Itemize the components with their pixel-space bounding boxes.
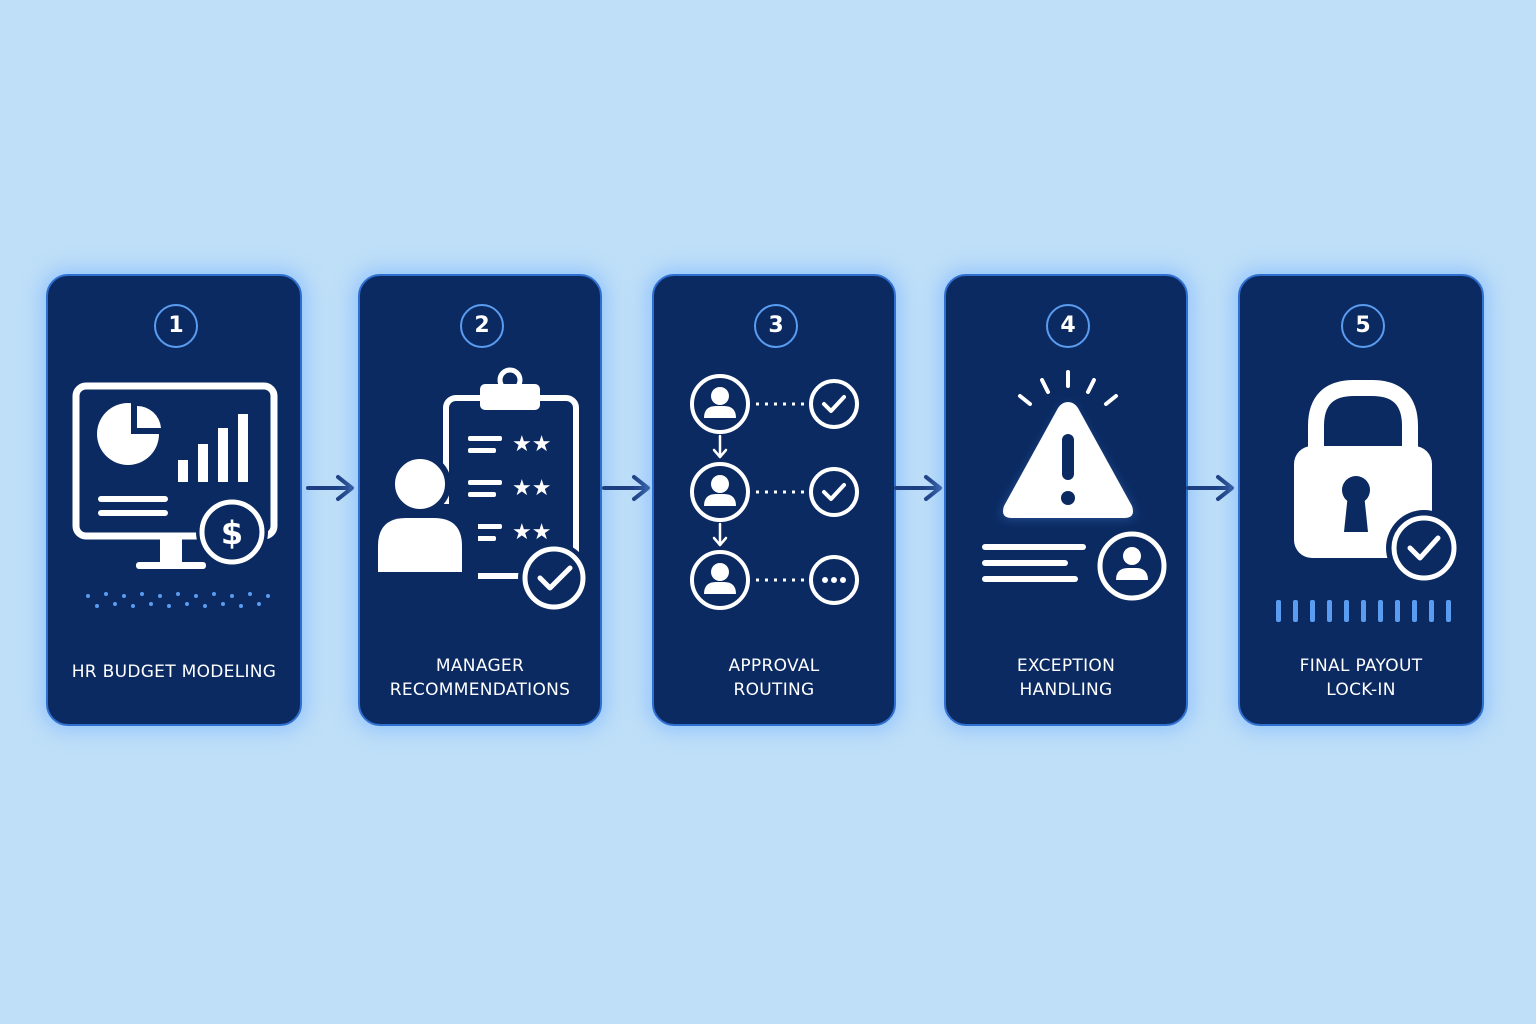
arrow-right-icon [602, 475, 650, 501]
step-label: HR BUDGET MODELING [58, 660, 290, 684]
step-label-line: APPROVAL [728, 656, 820, 676]
warning-triangle-icon [982, 370, 1167, 601]
step-card-5: 5 [1238, 274, 1484, 726]
arrow-right-icon [306, 475, 354, 501]
step-label-line: RECOMMENDATIONS [389, 680, 571, 700]
step-number-badge: 5 [1341, 304, 1385, 348]
step-number-badge: 4 [1046, 304, 1090, 348]
step-label-line: MANAGER [435, 656, 525, 676]
svg-text:★★: ★★ [512, 432, 551, 457]
step-number-badge: 2 [460, 304, 504, 348]
monitor-chart-dollar-icon: $ [72, 382, 278, 608]
clipboard-person-rating-icon: ★★ ★★ ★★ [368, 367, 590, 614]
step-label: APPROVAL ROUTING [664, 654, 884, 702]
step-label: MANAGER RECOMMENDATIONS [370, 654, 590, 702]
step-card-1: 1 $ [46, 274, 302, 726]
step-label-line: LOCK-IN [1326, 680, 1396, 700]
approval-chain-icon [690, 374, 859, 610]
step-card-3: 3 [652, 274, 896, 726]
step-label-line: FINAL PAYOUT [1299, 656, 1423, 676]
svg-text:★★: ★★ [512, 476, 551, 501]
step-card-4: 4 [944, 274, 1188, 726]
step-label-line: HANDLING [1019, 680, 1113, 700]
svg-text:$: $ [221, 514, 243, 552]
arrow-right-icon [1186, 475, 1234, 501]
step-label-line: EXCEPTION [1016, 656, 1116, 676]
step-label: FINAL PAYOUT LOCK-IN [1250, 654, 1472, 702]
step-card-2: 2 ★★ ★★ ★★ [358, 274, 602, 726]
step-label-line: ROUTING [733, 680, 815, 700]
step-label: EXCEPTION HANDLING [956, 654, 1176, 702]
padlock-check-icon [1276, 380, 1462, 622]
svg-text:★★: ★★ [512, 520, 551, 545]
step-number-badge: 3 [754, 304, 798, 348]
arrow-right-icon [894, 475, 942, 501]
step-number-badge: 1 [154, 304, 198, 348]
step-label-line: HR BUDGET MODELING [71, 662, 277, 682]
